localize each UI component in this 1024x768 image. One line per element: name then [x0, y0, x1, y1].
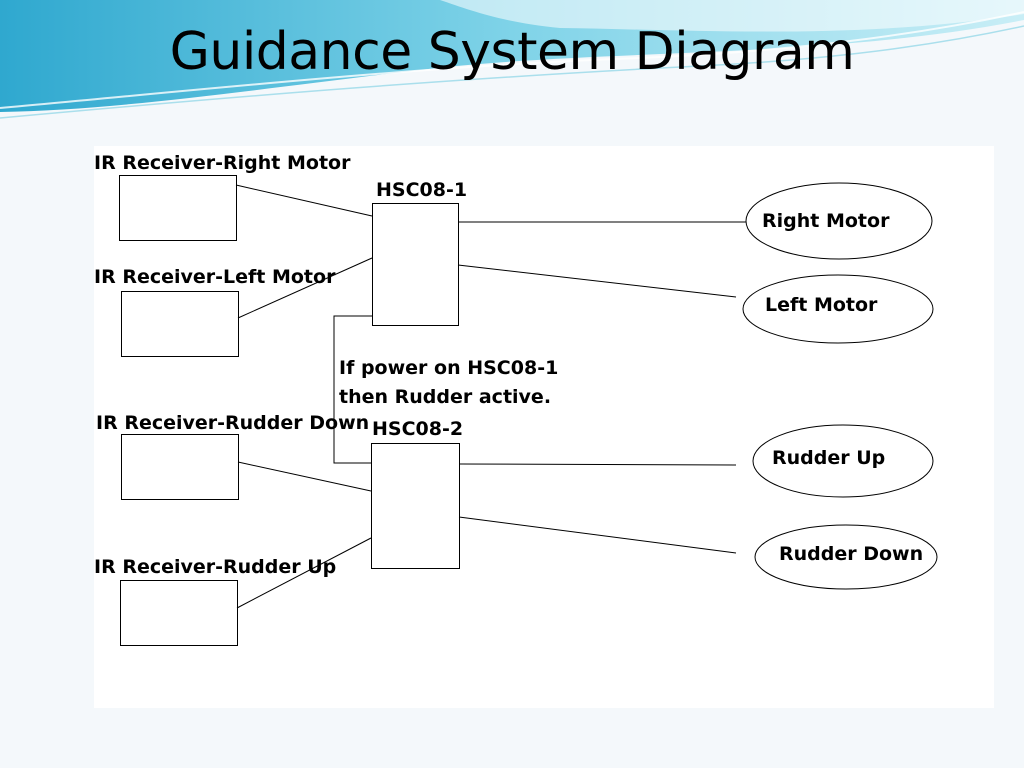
controller-label-hsc08-2: HSC08-2 [372, 418, 463, 440]
receiver-box-rudder-down [121, 434, 239, 500]
controller-box-hsc08-2 [371, 443, 460, 569]
receiver-label-right-motor: IR Receiver-Right Motor [94, 152, 351, 174]
output-label-left-motor: Left Motor [765, 294, 878, 316]
wire-left-receiver-to-hsc08-1 [237, 257, 373, 319]
receiver-label-rudder-up: IR Receiver-Rudder Up [94, 556, 336, 578]
receiver-box-right-motor [119, 175, 237, 241]
note-line-1: If power on HSC08-1 [339, 357, 558, 379]
wire-hsc08-2-to-rudder-up [458, 463, 737, 466]
header-wave-line-2 [0, 25, 1024, 119]
output-ellipse-left-motor [742, 274, 934, 344]
page-title: Guidance System Diagram [169, 22, 855, 82]
receiver-label-left-motor: IR Receiver-Left Motor [94, 266, 336, 288]
output-ellipse-rudder-up [752, 424, 934, 498]
wire-rudder-up-receiver-to-hsc08-2 [236, 537, 372, 609]
note-line-2: then Rudder active. [339, 386, 551, 408]
receiver-box-rudder-up [120, 580, 238, 646]
receiver-box-left-motor [121, 291, 239, 357]
wire-right-receiver-to-hsc08-1 [235, 184, 373, 217]
output-ellipse-rudder-down [754, 524, 938, 590]
wire-hsc08-2-to-rudder-down [458, 516, 737, 554]
output-label-rudder-up: Rudder Up [772, 447, 885, 469]
controller-box-hsc08-1 [372, 203, 459, 326]
header-wave-light [440, 0, 1024, 32]
output-label-right-motor: Right Motor [762, 210, 890, 232]
output-label-rudder-down: Rudder Down [779, 543, 923, 565]
wire-rudder-down-receiver-to-hsc08-2 [237, 461, 372, 492]
power-link-hsc08-1-to-hsc08-2 [333, 315, 372, 464]
header-wave-line [0, 11, 1024, 109]
controller-label-hsc08-1: HSC08-1 [376, 179, 467, 201]
output-ellipse-right-motor [745, 182, 933, 260]
receiver-label-rudder-down: IR Receiver-Rudder Down [96, 412, 369, 434]
wire-hsc08-1-to-left-motor [457, 264, 737, 298]
